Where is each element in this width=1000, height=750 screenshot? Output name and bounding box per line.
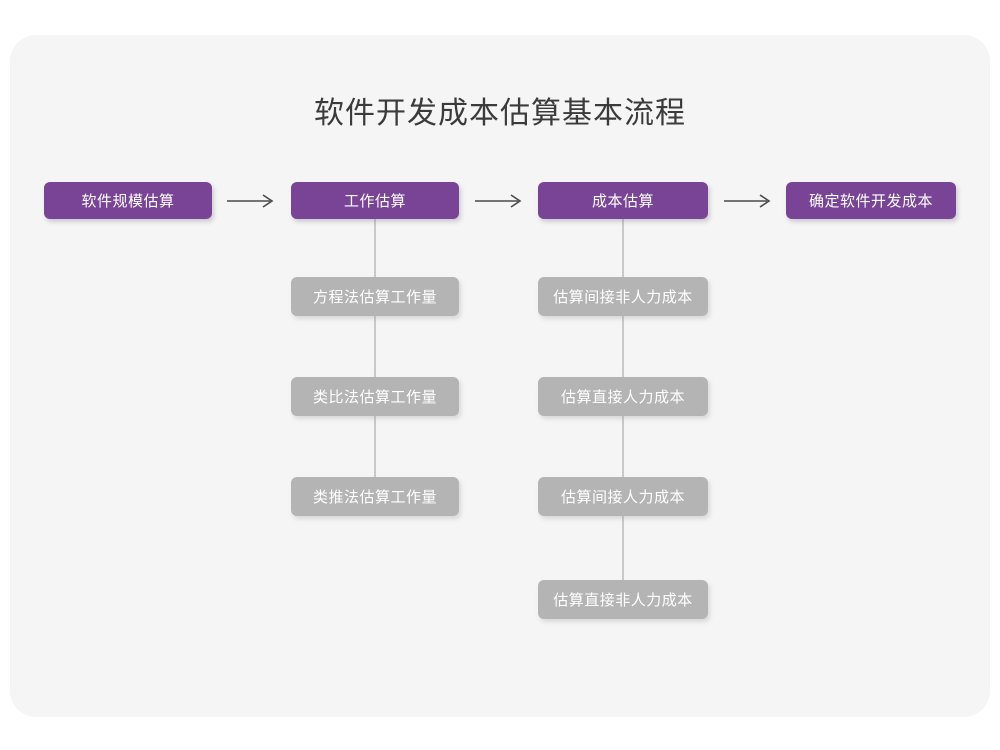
flow-step-1-label: 软件规模估算 <box>81 193 175 210</box>
flow-step-2-sub-1[interactable]: 方程法估算工作量 <box>291 277 459 316</box>
flow-step-4[interactable]: 确定软件开发成本 <box>786 182 956 219</box>
flow-step-2-label: 工作估算 <box>343 193 406 210</box>
flow-step-3-sub-3[interactable]: 估算间接人力成本 <box>538 477 708 516</box>
flow-step-2-sub-3-label: 类推法估算工作量 <box>312 489 437 506</box>
flow-step-1[interactable]: 软件规模估算 <box>44 182 212 219</box>
flow-step-2-sub-1-label: 方程法估算工作量 <box>312 289 437 306</box>
flow-step-3-sub-2[interactable]: 估算直接人力成本 <box>538 377 708 416</box>
flow-step-3-label: 成本估算 <box>591 193 654 210</box>
flow-step-2[interactable]: 工作估算 <box>291 182 459 219</box>
flow-step-4-label: 确定软件开发成本 <box>808 193 933 210</box>
arrow-step1-to-step2 <box>222 183 282 219</box>
diagram-card <box>10 35 990 717</box>
flow-step-3-sub-4-label: 估算直接非人力成本 <box>553 592 693 609</box>
flow-step-3-sub-1[interactable]: 估算间接非人力成本 <box>538 277 708 316</box>
flow-step-2-sub-2-label: 类比法估算工作量 <box>312 389 437 406</box>
flow-step-3-sub-4[interactable]: 估算直接非人力成本 <box>538 580 708 619</box>
flow-step-3[interactable]: 成本估算 <box>538 182 708 219</box>
flow-step-3-sub-1-label: 估算间接非人力成本 <box>553 289 693 306</box>
flow-step-2-sub-3[interactable]: 类推法估算工作量 <box>291 477 459 516</box>
page-title: 软件开发成本估算基本流程 <box>314 97 686 130</box>
arrow-step2-to-step3 <box>470 183 530 219</box>
flow-step-3-sub-2-label: 估算直接人力成本 <box>560 389 685 406</box>
arrow-step3-to-step4 <box>719 183 779 219</box>
flow-step-2-sub-2[interactable]: 类比法估算工作量 <box>291 377 459 416</box>
flow-step-3-sub-3-label: 估算间接人力成本 <box>560 489 685 506</box>
connector-step2-vertical <box>374 218 376 498</box>
